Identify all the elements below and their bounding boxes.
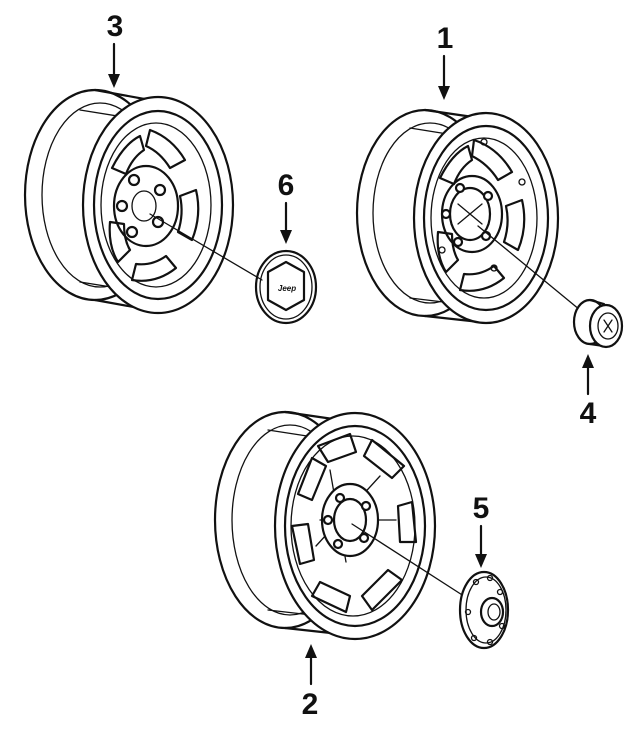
callout-6: 6 <box>278 169 295 202</box>
arrow-1 <box>438 54 450 100</box>
arrow-3 <box>108 42 120 88</box>
leader-line-6 <box>149 213 263 281</box>
hub-cap-4[interactable] <box>572 298 624 349</box>
leader-line-5 <box>351 523 471 601</box>
cap-logo: Jeep <box>278 284 296 293</box>
callout-4: 4 <box>580 397 597 430</box>
callout-2: 2 <box>302 688 319 721</box>
callout-1: 1 <box>437 22 454 55</box>
hub-cap-6[interactable]: Jeep <box>254 249 318 325</box>
wheel-1[interactable] <box>355 108 560 325</box>
arrow-5 <box>475 524 487 568</box>
wheel-3[interactable] <box>23 88 235 315</box>
arrow-2 <box>305 644 317 686</box>
wheel-2[interactable] <box>213 410 437 641</box>
callout-3: 3 <box>107 10 124 43</box>
center-cap-5[interactable] <box>458 570 510 650</box>
arrow-4 <box>582 354 594 396</box>
leader-line-4 <box>477 225 581 311</box>
callout-5: 5 <box>473 492 490 525</box>
arrow-6 <box>280 201 292 244</box>
